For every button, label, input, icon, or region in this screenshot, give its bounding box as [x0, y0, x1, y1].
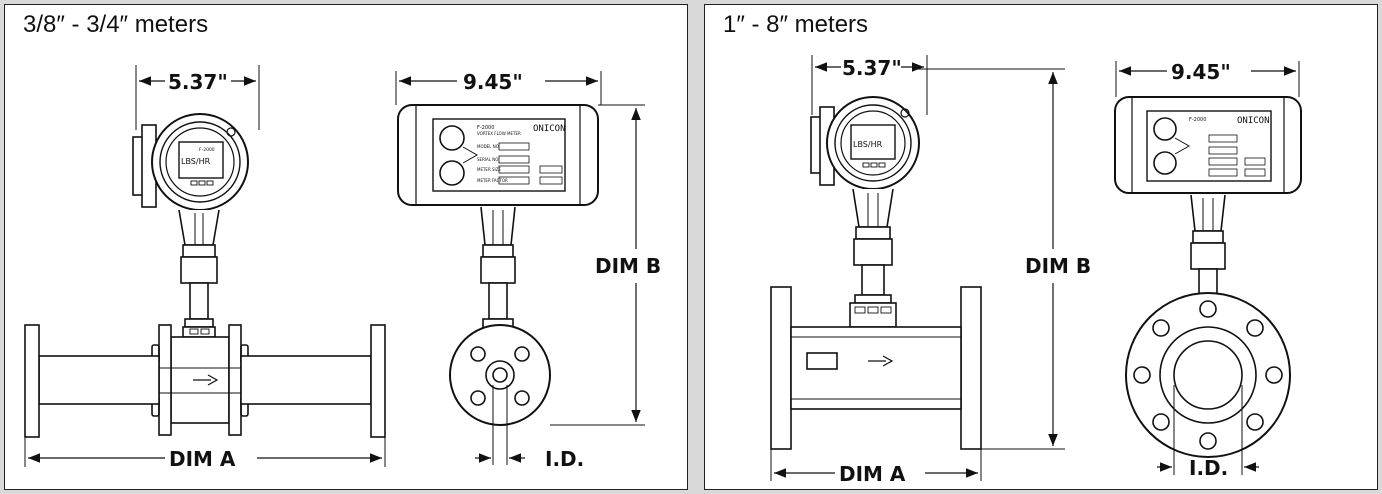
- dim-a-label: DIM A: [169, 447, 236, 471]
- panel-title: 1″ - 8″ meters: [723, 11, 869, 38]
- dim-a-label: DIM A: [839, 462, 906, 486]
- display-text: LBS/HR: [181, 157, 211, 166]
- display-series: F-2000: [199, 147, 215, 153]
- front-view: 5.37" LBS/HR: [770, 55, 982, 486]
- dim-width-front: 5.37": [168, 70, 228, 94]
- dim-id-label: I.D.: [1189, 456, 1228, 480]
- dim-b-group: DIM B: [915, 68, 1091, 450]
- large-meter-drawing: 5.37" LBS/HR: [770, 55, 1302, 486]
- label-series: F-2000: [477, 125, 494, 131]
- label-row-factor: METER FACTOR: [477, 178, 508, 183]
- side-view: 9.45" F-2000 VORTEX FLOW METER ONICON MO…: [395, 70, 661, 471]
- brand-logo: ONICON: [1237, 116, 1270, 126]
- small-meter-drawing: 5.37" LBS/HR F-2000: [24, 65, 661, 471]
- side-view: 9.45" F-2000 ONICON: [1114, 60, 1302, 480]
- label-row-model: MODEL NO.: [477, 144, 500, 149]
- front-view: 5.37" LBS/HR F-2000: [24, 65, 386, 471]
- display-text: LBS/HR: [853, 140, 883, 149]
- dim-b-label: DIM B: [595, 254, 661, 278]
- large-meters-panel: 1″ - 8″ meters 5.37" LBS/HR: [704, 4, 1378, 490]
- label-row-size: METER SIZE: [477, 167, 501, 172]
- label-product: VORTEX FLOW METER: [477, 131, 521, 136]
- dim-id-label: I.D.: [545, 447, 584, 471]
- dim-width-front: 5.37": [842, 56, 902, 80]
- label-series: F-2000: [1189, 117, 1206, 123]
- small-meters-panel: 3/8″ - 3/4″ meters 5.37" L: [4, 4, 688, 490]
- dim-width-side: 9.45": [463, 70, 523, 94]
- panel-title: 3/8″ - 3/4″ meters: [23, 11, 209, 38]
- dim-width-side: 9.45": [1171, 60, 1231, 84]
- brand-logo: ONICON: [533, 124, 566, 134]
- label-row-serial: SERIAL NO.: [477, 157, 500, 162]
- dim-b-label: DIM B: [1025, 254, 1091, 278]
